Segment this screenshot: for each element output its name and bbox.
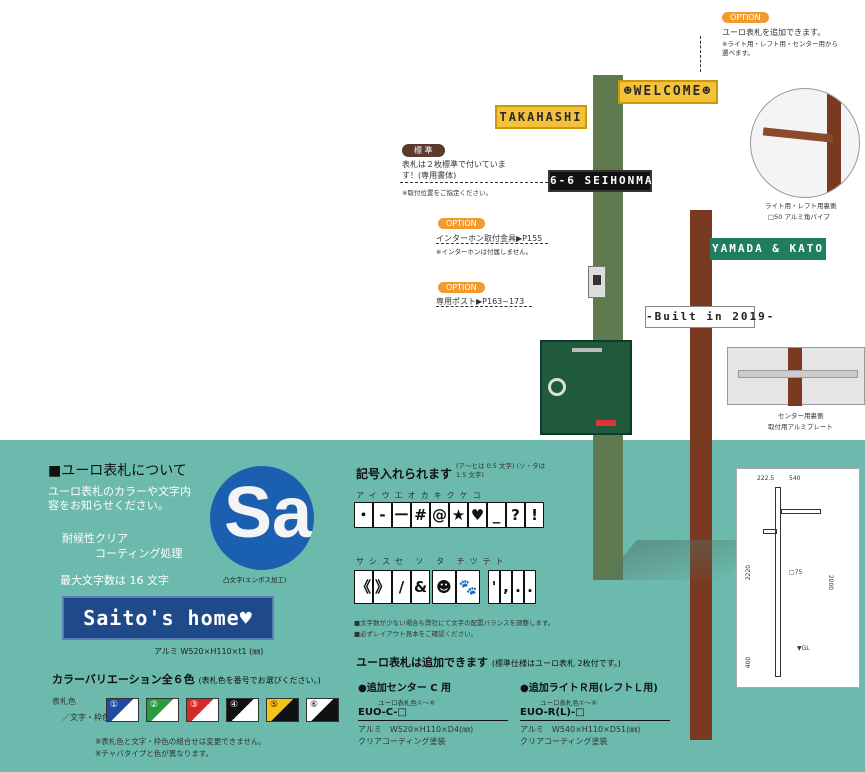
dim-height: 2220 xyxy=(745,564,753,581)
color-variation-title: カラーバリエーション全６色 (表札色を番号でお選びください。) xyxy=(52,673,321,686)
text-frame-label: ／文字・枠色 xyxy=(62,713,110,722)
feature-2: コーティング処理 xyxy=(95,547,183,560)
symbols-row2: 《 》 / & ☻ 🐾 ' , . . xyxy=(354,570,544,606)
feature-1: 耐候性クリア xyxy=(62,532,128,545)
symbols-note: (ア〜ヒは 0.5 文字) (ソ・タは 1.5 文字) xyxy=(456,462,546,479)
symbol-tile: , xyxy=(500,570,512,604)
symbol-tile: ♥ xyxy=(468,502,487,528)
center-title: ●追加センター C 用 xyxy=(358,683,452,694)
leader-2 xyxy=(400,182,548,183)
swatch-3: ③ xyxy=(186,698,219,722)
symbol-tile: # xyxy=(411,502,430,528)
caption-pipe: □50 アルミ角パイプ xyxy=(768,213,830,221)
caption-back-center: センター用裏側 xyxy=(778,412,824,420)
standard-badge: 標 準 xyxy=(402,144,445,157)
dim-width: 540 xyxy=(789,475,801,482)
symbols-row1: ・ - ー # @ ★ ♥ _ ? ! xyxy=(354,502,554,530)
symbol-tile: ★ xyxy=(449,502,468,528)
green-pole xyxy=(593,75,623,580)
section-title: ■ユーロ表札について xyxy=(48,463,187,479)
note-intercom-sub: ※インターホンは付属しません。 xyxy=(436,248,533,256)
emboss-caption: 凸文字(エンボス加工) xyxy=(223,576,287,584)
symbols-note-2: ■文字数が少ない場合も弊社にて文字の配置バランスを調整します。 xyxy=(354,619,555,627)
dim-total: 2000 xyxy=(827,574,835,591)
mailbox xyxy=(540,340,632,435)
max-chars: 最大文字数は 16 文字 xyxy=(60,574,169,587)
symbol-tile: ? xyxy=(506,502,525,528)
color-note-1: ※表札色と文字・枠色の組合せは変更できません。 xyxy=(95,737,267,746)
detail-photo xyxy=(727,347,865,406)
note-add-euro: ユーロ表札を追加できます。 xyxy=(722,28,826,37)
saito-spec: アルミ W520×H110×t1 (㎜) xyxy=(154,647,264,656)
color-note-2: ※チャバタイプと色が異なります。 xyxy=(95,749,213,758)
note-intercom: インターホン取付金具▶P155 xyxy=(436,234,543,243)
dim-pipe: □75 xyxy=(789,569,803,576)
symbol-tile: 》 xyxy=(373,570,392,604)
center-spec: アルミ W520×H110×D4(㎜) xyxy=(358,725,474,734)
symbol-tile: & xyxy=(411,570,430,604)
right-title: ●追加ライトＲ用(レフトＬ用) xyxy=(520,683,658,694)
symbol-tile: ・ xyxy=(354,502,373,528)
symbol-tile: 《 xyxy=(354,570,373,604)
sign-built: -Built in 2019- xyxy=(645,306,773,328)
option-badge-3: OPTION xyxy=(438,282,485,293)
symbol-tile: . xyxy=(512,570,524,604)
swatch-1: ① xyxy=(106,698,139,722)
caption-plate: 取付用アルミプレート xyxy=(768,423,833,431)
note-position: ※取付位置をご指定ください。 xyxy=(402,189,492,197)
symbol-tile: @ xyxy=(430,502,449,528)
plate-color-label: 表札色 xyxy=(52,697,76,706)
dim-bottom: 400 xyxy=(745,656,753,669)
add-title: ユーロ表札は追加できます (標準仕様はユーロ表札 2枚付です。) xyxy=(356,656,621,669)
note-post: 専用ポスト▶P163~173 xyxy=(436,297,525,306)
sign-address: 6-6 SEIHONMACHI xyxy=(548,170,677,192)
swatch-6: ⑥ xyxy=(306,698,339,722)
intercom xyxy=(588,266,606,298)
symbols-kana-row1: アイウエオカキクケコ xyxy=(356,491,486,500)
option-badge-1: OPTION xyxy=(722,12,769,23)
leader-4 xyxy=(436,306,532,307)
center-range: ユーロ表札色①〜⑥ xyxy=(378,699,436,707)
brown-pole xyxy=(690,210,712,740)
note-add-euro-sub: ※ライト用・レフト用・センター用から選べます。 xyxy=(722,40,838,57)
symbol-tile: ー xyxy=(392,502,411,528)
symbols-note-3: ■必ずレイアウト見本をご確認ください。 xyxy=(354,630,478,638)
symbols-kana-row2: サシスセ ソ タ チツテト xyxy=(356,557,509,566)
emboss-sample: Sa xyxy=(210,466,314,570)
symbol-tile: - xyxy=(373,502,392,528)
leader-3 xyxy=(436,243,548,244)
right-coat: クリアコーティング塗装 xyxy=(520,737,608,746)
symbol-tile: ! xyxy=(525,502,544,528)
caption-back-light: ライト用・レフト用裏側 xyxy=(765,202,837,210)
detail-circle xyxy=(750,88,860,198)
center-underline xyxy=(358,720,508,721)
leader-1 xyxy=(700,36,720,72)
right-range: ユーロ表札色①〜⑥ xyxy=(540,699,598,707)
center-code: EUO-C-□ xyxy=(358,707,407,718)
symbol-tile: 🐾 xyxy=(456,570,480,604)
center-coat: クリアコーティング塗装 xyxy=(358,737,446,746)
symbols-title: 記号入れられます xyxy=(356,467,453,481)
note-standard: 表札は２枚標準で付いています！(専用書体) xyxy=(402,160,506,180)
sign-yamada: YAMADA & KATO xyxy=(710,238,826,260)
swatch-4: ④ xyxy=(226,698,259,722)
symbol-tile: _ xyxy=(487,502,506,528)
right-underline xyxy=(520,720,670,721)
saito-sign: Saito's home♥ xyxy=(62,596,274,640)
swatch-5: ⑤ xyxy=(266,698,299,722)
right-code: EUO-R(L)-□ xyxy=(520,707,585,718)
dimension-drawing: 222.5 540 2220 2000 □75 ▼GL 400 xyxy=(736,468,860,688)
symbol-tile: ☻ xyxy=(432,570,456,604)
symbol-tile: . xyxy=(524,570,536,604)
right-spec: アルミ W540×H110×D51(㎜) xyxy=(520,725,641,734)
sign-welcome: ☻WELCOME☻ xyxy=(618,80,718,104)
dim-top: 222.5 xyxy=(757,475,775,482)
dim-gl: ▼GL xyxy=(797,645,810,652)
symbol-tile: ' xyxy=(488,570,500,604)
sign-takahashi: TAKAHASHI xyxy=(495,105,587,129)
symbol-tile: / xyxy=(392,570,411,604)
swatch-2: ② xyxy=(146,698,179,722)
option-badge-2: OPTION xyxy=(438,218,485,229)
euro-desc: ユーロ表札のカラーや文字内容をお知らせください。 xyxy=(48,485,191,512)
